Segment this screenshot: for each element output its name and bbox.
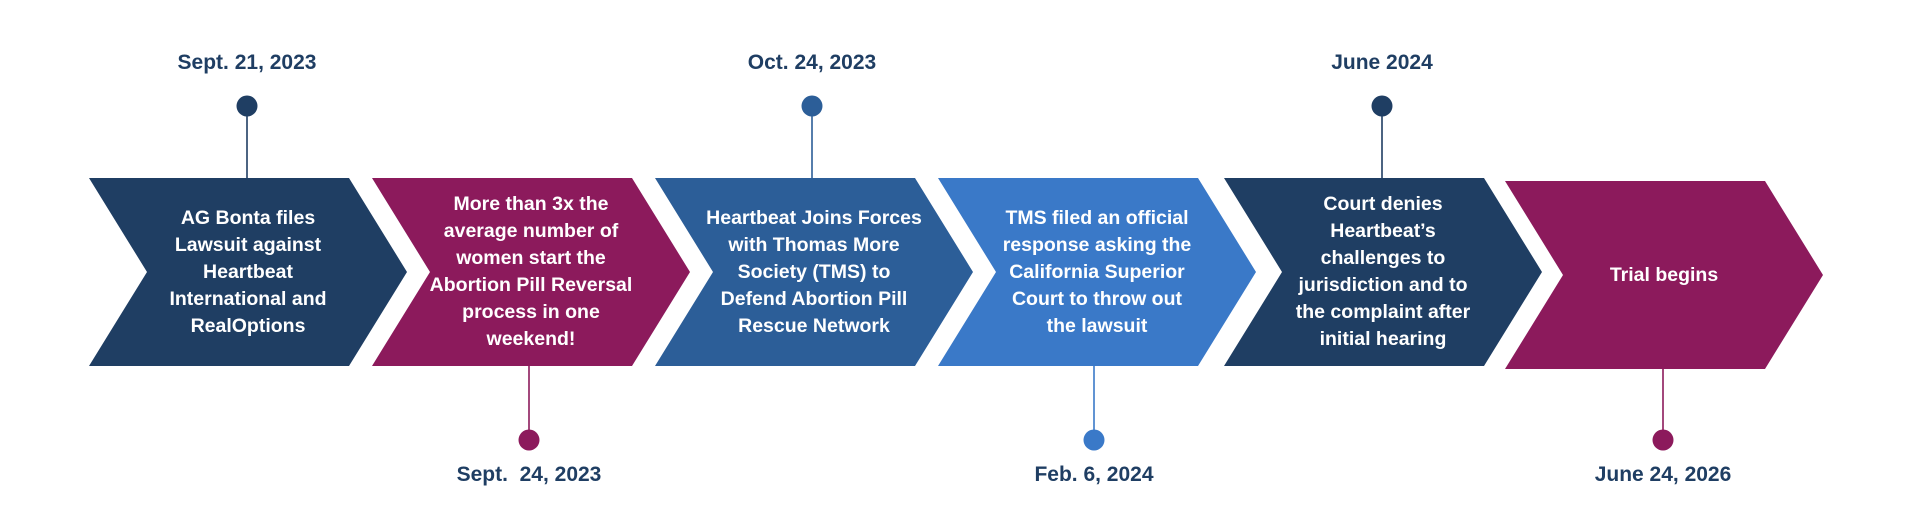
event-description-1: AG Bonta files Lawsuit against Heartbeat… [169, 206, 327, 337]
timeline-dot-5 [1371, 95, 1393, 117]
chevron-6 [1505, 181, 1823, 369]
timeline-dot-4 [1083, 429, 1105, 451]
chevron-3 [655, 178, 973, 366]
event-date-2: Sept. 24, 2023 [456, 463, 602, 486]
event-date-1: Sept. 21, 2023 [177, 51, 317, 74]
chevron-1 [89, 178, 407, 366]
event-date-5: June 2024 [1331, 51, 1433, 74]
chevron-4 [938, 178, 1256, 366]
timeline-dot-2 [518, 429, 540, 451]
event-date-6: June 24, 2026 [1594, 463, 1732, 486]
event-description-3: Heartbeat Joins Forces with Thomas More … [706, 206, 922, 337]
timeline-dot-6 [1652, 429, 1674, 451]
event-date-4: Feb. 6, 2024 [1034, 463, 1154, 486]
timeline-dot-3 [801, 95, 823, 117]
event-description-6: Trial begins [1609, 263, 1719, 286]
chevron-2 [372, 178, 690, 366]
event-description-2: More than 3x the average number of women… [429, 193, 633, 350]
timeline-dot-1 [236, 95, 258, 117]
chevron-5 [1224, 178, 1542, 366]
event-description-4: TMS filed an official response asking th… [1002, 206, 1192, 337]
event-date-3: Oct. 24, 2023 [747, 51, 877, 74]
event-description-5: Court denies Heartbeat’s challenges to j… [1295, 193, 1471, 350]
